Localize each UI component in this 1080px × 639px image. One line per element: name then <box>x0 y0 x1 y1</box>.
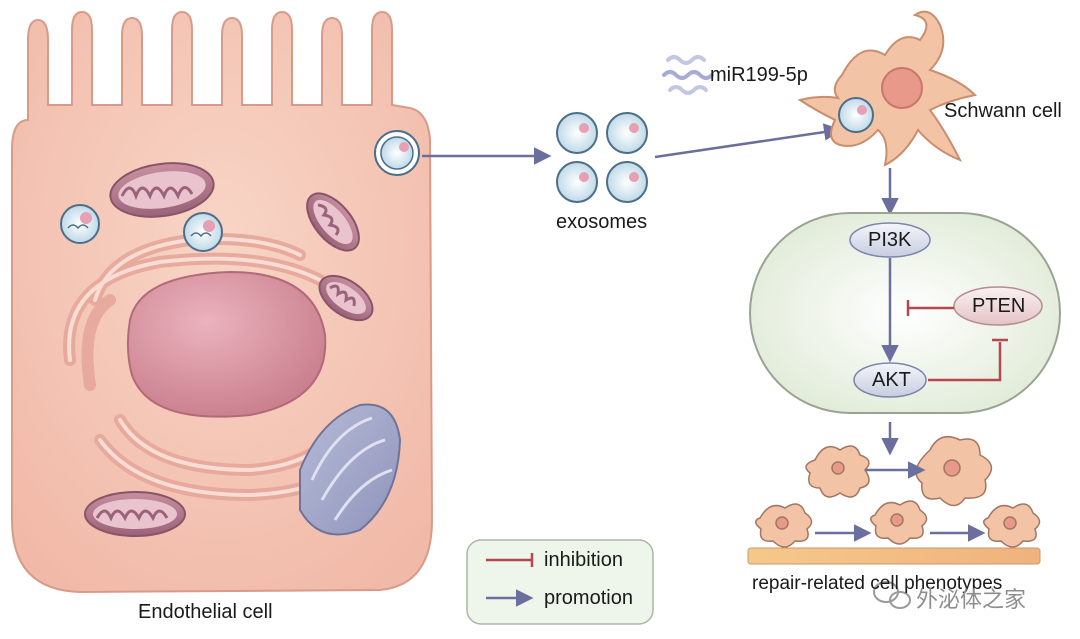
nucleus <box>126 270 327 418</box>
signaling-pathway-panel <box>749 212 1061 414</box>
endothelial-cell-label: Endothelial cell <box>138 601 273 623</box>
intracellular-vesicle <box>183 212 223 252</box>
pi3k-node <box>849 222 931 258</box>
wechat-icon <box>873 581 911 609</box>
exosomes-label: exosomes <box>556 211 648 233</box>
intracellular-vesicle <box>60 204 100 244</box>
legend-inhibition-label: inhibition <box>544 549 623 571</box>
pi3k-label: PI3K <box>868 229 912 251</box>
legend-inhibition-symbol <box>486 553 534 567</box>
schwann-nucleus <box>881 67 923 109</box>
akt-node <box>853 362 927 398</box>
substrate-sheet <box>747 547 1041 565</box>
golgi-apparatus <box>299 403 402 536</box>
endothelial-cell <box>11 10 434 594</box>
pten-label: PTEN <box>972 295 1026 317</box>
mitochondrion <box>109 162 215 218</box>
mitochondrion <box>318 274 374 322</box>
mitochondrion <box>84 491 186 537</box>
secreted-vesicle <box>374 130 420 176</box>
schwann-cell <box>797 10 978 167</box>
inhibition-arrow <box>928 338 1008 382</box>
mirna-strand <box>662 55 714 95</box>
inhibition-arrow <box>906 300 954 316</box>
watermark-text: 外泌体之家 <box>916 587 1027 612</box>
pten-node <box>953 286 1043 326</box>
mirna-label: miR199-5p <box>710 64 808 86</box>
promotion-arrow <box>654 123 842 159</box>
phenotype-cells <box>755 435 1041 548</box>
mitochondrion <box>306 192 360 252</box>
schwann-cell-label: Schwann cell <box>944 100 1062 122</box>
legend-promotion-label: promotion <box>544 587 633 609</box>
phenotypes-label: repair-related cell phenotypes <box>752 573 1003 594</box>
exosome-cluster <box>556 112 648 203</box>
akt-label: AKT <box>872 369 911 391</box>
